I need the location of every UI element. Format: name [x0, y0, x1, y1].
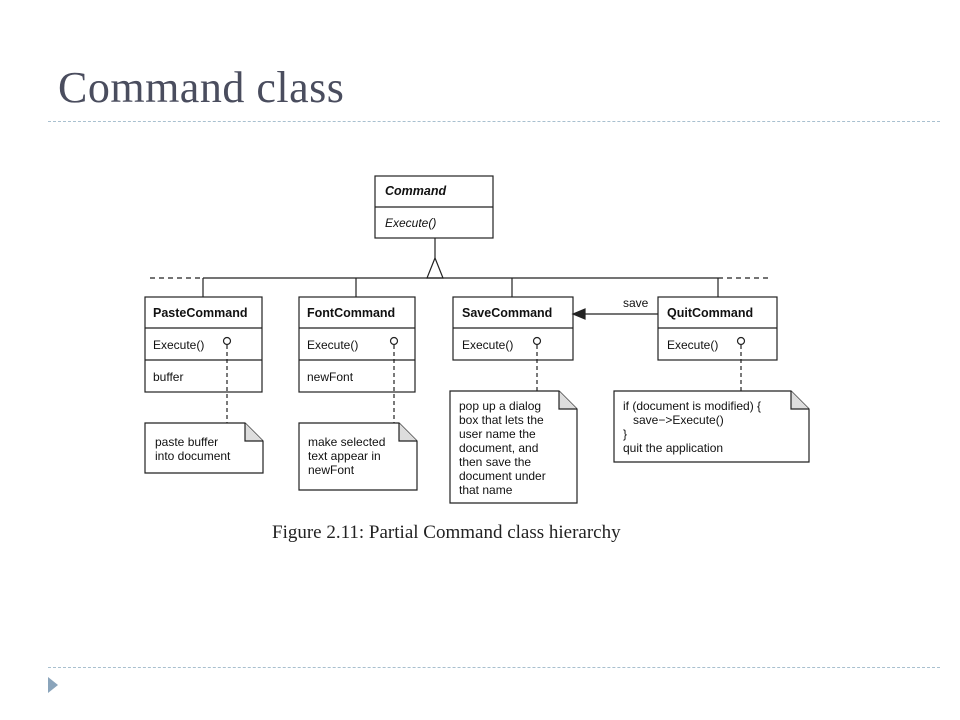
font-note-line: make selected	[308, 435, 385, 449]
font-note-line: text appear in	[308, 449, 381, 463]
save-note-line: document under	[459, 469, 546, 483]
association-arrowhead	[571, 308, 586, 320]
font-command-class-name: FontCommand	[307, 306, 395, 320]
save-note-line: then save the	[459, 455, 531, 469]
next-slide-arrow-icon[interactable]	[47, 676, 59, 694]
paste-execute-operation: Execute()	[153, 338, 204, 352]
command-class-name: Command	[385, 184, 446, 198]
paste-note-line: paste buffer	[155, 435, 218, 449]
save-execute-operation: Execute()	[462, 338, 513, 352]
font-execute-operation: Execute()	[307, 338, 358, 352]
slide-title: Command class	[58, 63, 345, 112]
paste-note-line: into document	[155, 449, 231, 463]
save-note-line: box that lets the	[459, 413, 544, 427]
command-execute-operation: Execute()	[385, 216, 436, 230]
paste-note-box	[144, 422, 264, 474]
title-divider	[48, 121, 940, 122]
footer-divider	[48, 667, 940, 668]
inheritance-triangle	[426, 256, 444, 279]
quit-command-class-name: QuitCommand	[667, 306, 753, 320]
save-note-box	[449, 390, 578, 504]
paste-note-text: paste buffer into document	[155, 435, 231, 463]
figure-caption: Figure 2.11: Partial Command class hiera…	[272, 522, 621, 543]
save-note-line: user name the	[459, 427, 536, 441]
paste-buffer-attribute: buffer	[153, 370, 183, 384]
paste-command-class-box	[144, 296, 263, 393]
paste-command-class-name: PasteCommand	[153, 306, 247, 320]
save-note-line: that name	[459, 483, 513, 497]
save-note-line: document, and	[459, 441, 538, 455]
quit-note-line: save−>Execute()	[623, 413, 724, 427]
quit-note-line: }	[623, 427, 627, 441]
quit-note-line: if (document is modified) {	[623, 399, 761, 413]
save-note-line: pop up a dialog	[459, 399, 541, 413]
quit-note-line: quit the application	[623, 441, 723, 455]
quit-execute-operation: Execute()	[667, 338, 718, 352]
save-command-class-name: SaveCommand	[462, 306, 552, 320]
quit-note-text: if (document is modified) { save−>Execut…	[623, 399, 761, 455]
font-note-text: make selected text appear in newFont	[308, 435, 389, 477]
font-note-box	[298, 422, 418, 491]
font-note-line: newFont	[308, 463, 355, 477]
quit-note-box	[613, 390, 810, 463]
save-note-text: pop up a dialog box that lets the user n…	[459, 399, 549, 497]
save-association-label: save	[623, 296, 649, 310]
font-newfont-attribute: newFont	[307, 370, 354, 384]
